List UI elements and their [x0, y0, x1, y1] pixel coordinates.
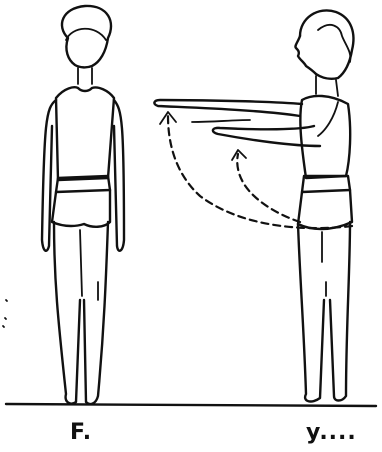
right-hand-line [192, 120, 250, 122]
right-hair-wave [318, 25, 350, 62]
left-figure [42, 6, 124, 404]
right-legs [298, 222, 350, 401]
left-arm-right [114, 100, 124, 251]
right-knee-lines [322, 232, 326, 296]
speck-marks [3, 300, 7, 327]
left-hair [66, 29, 106, 40]
right-shorts [298, 190, 352, 229]
left-torso [56, 87, 114, 180]
arc-inner-head [232, 150, 246, 160]
right-face [295, 36, 316, 74]
arc-inner [237, 154, 300, 222]
right-shoulder [318, 102, 338, 136]
caption-left: F. [70, 420, 92, 445]
ground-line [6, 404, 376, 406]
caption-right: y.... [306, 420, 357, 445]
right-figure [154, 10, 353, 401]
left-knee-lines [80, 230, 98, 300]
right-upper-arm [154, 100, 302, 116]
left-neck [78, 68, 92, 84]
arc-outer [168, 116, 352, 228]
right-torso [300, 96, 350, 178]
left-shorts [52, 190, 110, 227]
right-lower-arm [213, 126, 320, 146]
